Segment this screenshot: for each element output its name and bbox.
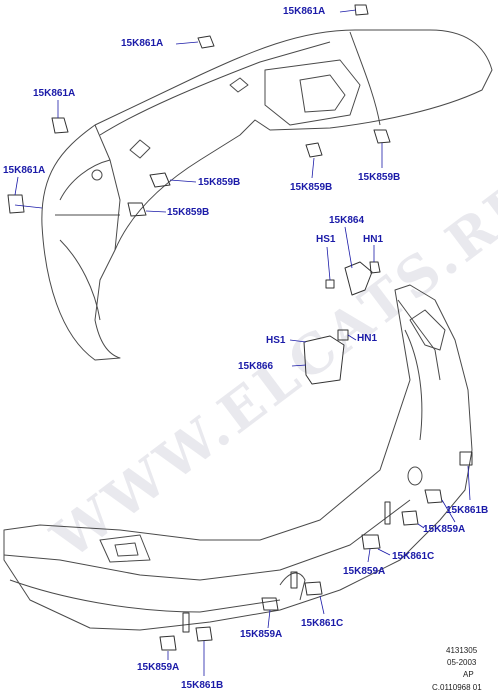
label-15k859a-right: 15K859A	[423, 524, 466, 535]
label-15k861a-left: 15K861A	[33, 88, 76, 99]
lower-bumper-cover	[3, 284, 473, 631]
sensor-parts	[7, 4, 473, 651]
label-15k859a-bottom: 15K859A	[240, 629, 283, 640]
label-hs1-top: HS1	[316, 234, 336, 245]
leader-lines	[14, 9, 471, 676]
label-15k861a-far-left: 15K861A	[3, 165, 46, 176]
label-15k859b-left-2: 15K859B	[167, 207, 210, 218]
reference-number: 4131305	[446, 646, 478, 655]
label-hn1-mid: HN1	[357, 333, 378, 344]
label-15k861c-mid: 15K861C	[301, 618, 344, 629]
label-15k861b-bottom: 15K861B	[181, 680, 224, 691]
label-15k866: 15K866	[238, 361, 274, 372]
label-15k859b-center: 15K859B	[290, 182, 333, 193]
label-hn1-top: HN1	[363, 234, 384, 245]
label-15k861a-top: 15K861A	[283, 6, 326, 17]
label-15k859b-left-1: 15K859B	[198, 177, 241, 188]
upper-bumper-cover	[41, 29, 493, 361]
label-15k861c-right: 15K861C	[392, 551, 435, 562]
label-15k864: 15K864	[329, 215, 365, 226]
reference-catalog-id: C.0110968 01	[432, 683, 482, 692]
reference-code: AP	[463, 670, 474, 679]
label-hs1-mid: HS1	[266, 335, 286, 346]
label-15k859b-right: 15K859B	[358, 172, 401, 183]
label-15k859a-left: 15K859A	[137, 662, 180, 673]
label-15k859a-mid: 15K859A	[343, 566, 386, 577]
label-15k861b-right: 15K861B	[446, 505, 489, 516]
label-15k861a-upper-left: 15K861A	[121, 38, 164, 49]
reference-date: 05-2003	[447, 658, 477, 667]
